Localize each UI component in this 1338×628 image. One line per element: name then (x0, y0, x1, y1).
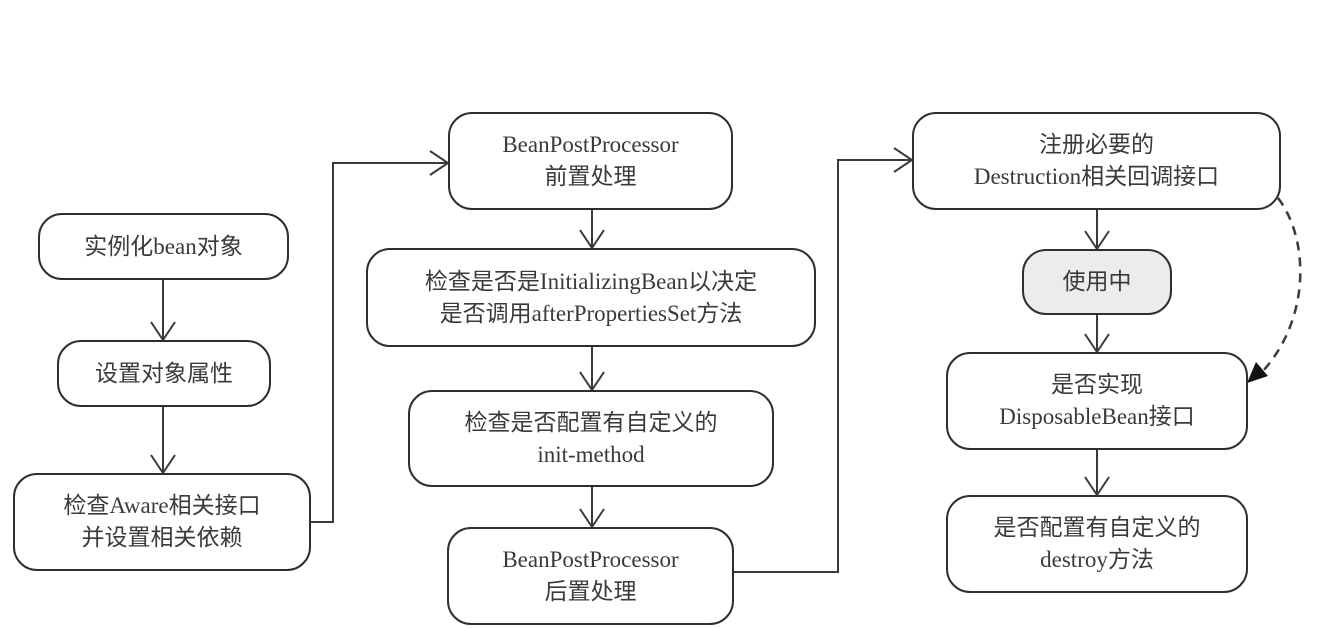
node-label-line-1: 检查是否是InitializingBean以决定 (424, 268, 758, 294)
node-disposable-bean: 是否实现 DisposableBean接口 (946, 352, 1248, 450)
node-bpp-before: BeanPostProcessor 前置处理 (448, 112, 733, 210)
node-label-line-1: 检查Aware相关接口 (63, 493, 261, 518)
node-aware: 检查Aware相关接口 并设置相关依赖 (13, 473, 311, 571)
node-initializing-bean: 检查是否是InitializingBean以决定 是否调用afterProper… (366, 248, 816, 347)
node-label-line-1: BeanPostProcessor (502, 547, 679, 572)
node-label-line-2: 后置处理 (544, 579, 637, 604)
node-label-line-2: destroy方法 (1040, 547, 1154, 572)
node-label-line-1: BeanPostProcessor (502, 132, 679, 157)
node-in-use: 使用中 (1022, 249, 1172, 315)
node-label-line-1: 是否配置有自定义的 (993, 515, 1201, 540)
node-instantiate: 实例化bean对象 (38, 213, 289, 280)
node-label: 设置对象属性 (95, 360, 233, 386)
node-set-properties: 设置对象属性 (57, 340, 271, 407)
node-label-line-1: 是否实现 (1051, 372, 1143, 397)
node-label: 实例化bean对象 (84, 233, 243, 259)
node-label-line-1: 注册必要的 (1039, 132, 1154, 157)
node-register-destruction: 注册必要的 Destruction相关回调接口 (912, 112, 1281, 210)
edge-register-destruction-to-disposable-bean-dashed (1261, 197, 1302, 373)
node-label-line-2: 并设置相关依赖 (81, 525, 243, 550)
node-label-line-1: 检查是否配置有自定义的 (464, 409, 718, 435)
node-label-line-2: 前置处理 (544, 164, 637, 189)
edge-aware-to-bpp-before (310, 162, 448, 523)
node-label-line-2: init-method (537, 441, 645, 467)
node-bpp-after: BeanPostProcessor 后置处理 (447, 527, 734, 625)
node-label-line-2: DisposableBean接口 (999, 404, 1195, 429)
node-label-line-2: Destruction相关回调接口 (973, 164, 1220, 189)
node-init-method: 检查是否配置有自定义的 init-method (408, 390, 774, 487)
edge-bpp-after-to-register-destruction (733, 159, 912, 573)
node-label-line-2: 是否调用afterPropertiesSet方法 (439, 300, 743, 326)
node-label: 使用中 (1062, 269, 1132, 294)
node-destroy-method: 是否配置有自定义的 destroy方法 (946, 495, 1248, 593)
arrowhead-filled (1247, 362, 1268, 383)
